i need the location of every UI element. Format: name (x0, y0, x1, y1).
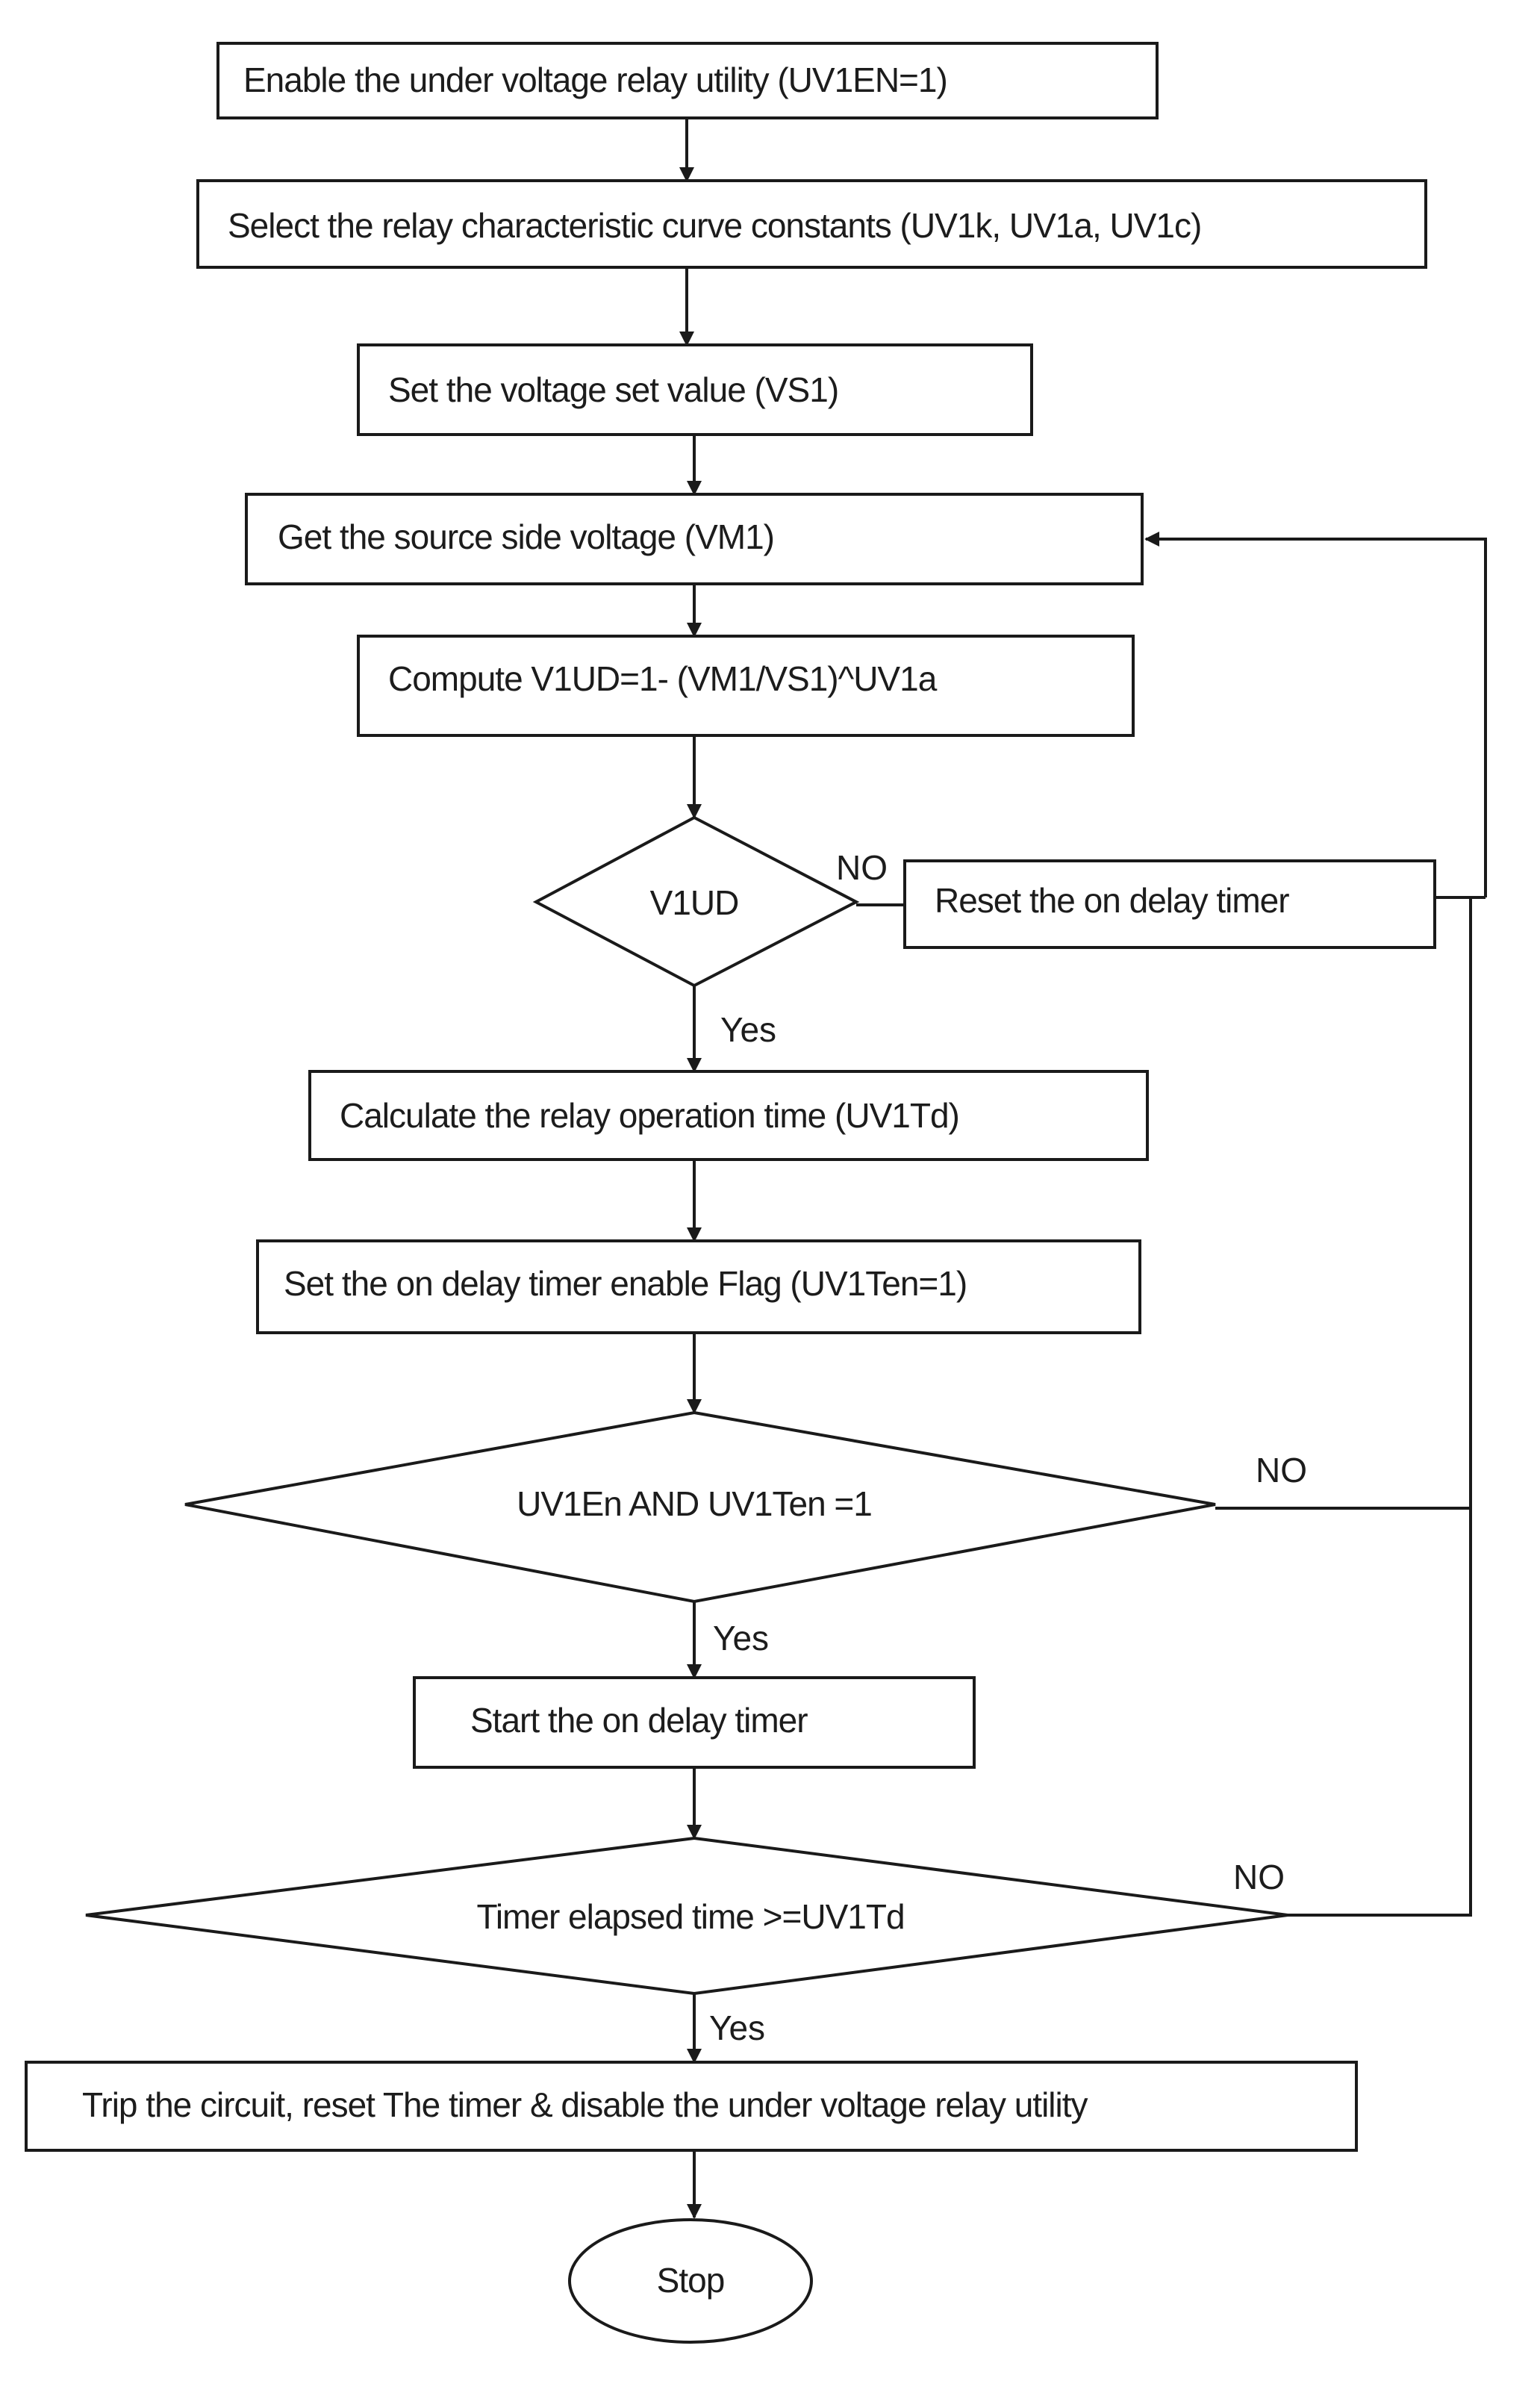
step-select-constants-text: Select the relay characteristic curve co… (228, 206, 1201, 245)
step-trip-box (25, 2061, 1358, 2152)
line-loop-back-to-getvoltage (1144, 532, 1487, 897)
label-no-v1ud: NO (836, 848, 888, 887)
step-start-timer-text: Start the on delay timer (470, 1701, 808, 1740)
step-select-constants-box (196, 179, 1427, 269)
line-elapsed-no-loop (1288, 897, 1472, 1917)
step-start-timer-box (413, 1676, 976, 1769)
step-set-flag-box (256, 1239, 1141, 1334)
decision-elapsed-check-diamond (85, 1836, 1288, 1996)
decision-elapsed-check-text: Timer elapsed time >=UV1Td (476, 1897, 904, 1936)
decision-enable-check-text: UV1En AND UV1Ten =1 (517, 1484, 872, 1523)
step-calc-time-text: Calculate the relay operation time (UV1T… (340, 1096, 959, 1135)
decision-v1ud-text: V1UD (650, 883, 739, 922)
step-compute-box (357, 635, 1135, 737)
label-no-elapsed-check: NO (1233, 1858, 1285, 1896)
label-yes-enable-check: Yes (713, 1619, 769, 1658)
step-reset-timer-text: Reset the on delay timer (935, 881, 1289, 920)
step-compute-text: Compute V1UD=1- (VM1/VS1)^UV1a (388, 659, 938, 698)
label-yes-v1ud: Yes (720, 1010, 776, 1049)
decision-enable-check-diamond (184, 1410, 1216, 1604)
stop-terminator (568, 2218, 813, 2344)
step-get-voltage-text: Get the source side voltage (VM1) (278, 517, 774, 556)
step-calc-time-box (308, 1070, 1149, 1161)
step-get-voltage-box (245, 493, 1144, 585)
step-set-voltage-text: Set the voltage set value (VS1) (388, 370, 838, 409)
step-set-flag-text: Set the on delay timer enable Flag (UV1T… (284, 1264, 967, 1303)
decision-v1ud-diamond (532, 815, 860, 988)
step-reset-timer-box (903, 859, 1436, 949)
step-trip-text: Trip the circuit, reset The timer & disa… (82, 2085, 1088, 2124)
step-set-voltage-box (357, 343, 1033, 436)
label-yes-elapsed-check: Yes (709, 2008, 765, 2047)
label-no-enable-check: NO (1256, 1451, 1307, 1490)
stop-text: Stop (657, 2261, 725, 2300)
step-enable-box (216, 42, 1159, 119)
step-enable-text: Enable the under voltage relay utility (… (243, 60, 947, 99)
